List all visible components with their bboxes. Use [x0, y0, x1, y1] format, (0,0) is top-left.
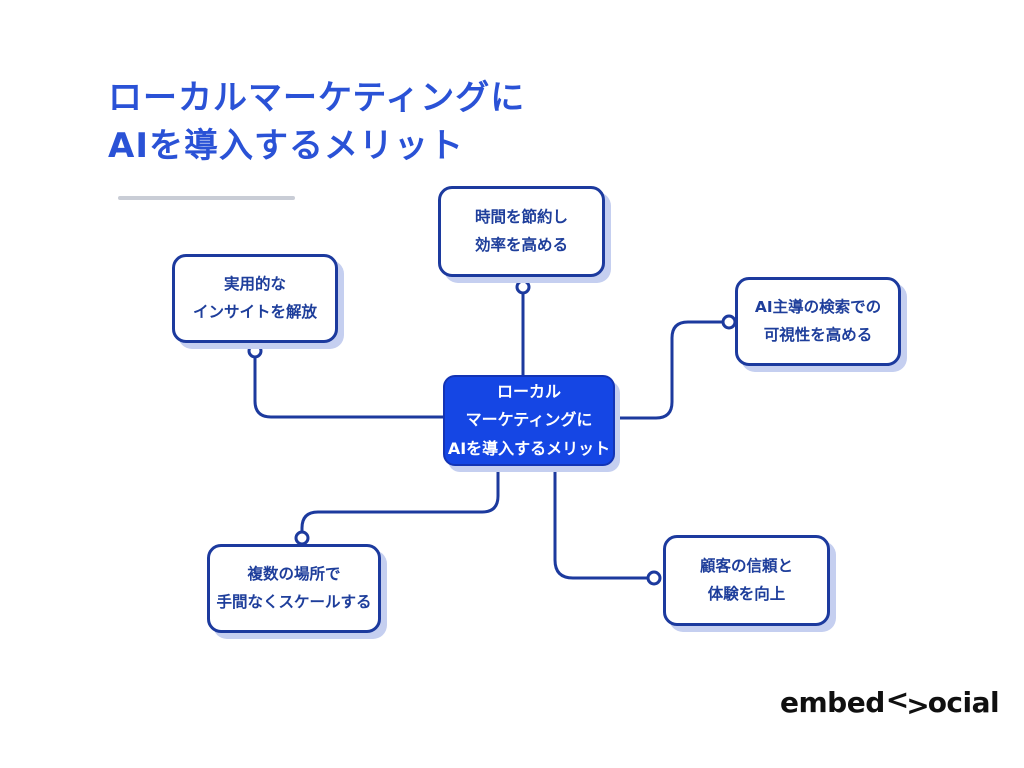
connector-right	[611, 320, 725, 420]
node-customer-trust: 顧客の信頼と 体験を向上	[663, 535, 830, 626]
logo-text-suffix: ocial	[927, 686, 1000, 719]
logo-brackets-icon: <>	[885, 683, 930, 722]
page-title-line-1: ローカルマーケティングに	[108, 78, 526, 118]
node-customer-trust-line-2: 体験を向上	[707, 584, 786, 603]
node-scale-locations: 複数の場所で 手間なくスケールする	[207, 544, 381, 633]
center-node: ローカル マーケティングに AIを導入するメリット	[443, 375, 615, 466]
anchor-dot-top	[515, 279, 531, 295]
node-save-time-line-2: 効率を高める	[474, 235, 568, 254]
node-scale-locations-line-1: 複数の場所で	[247, 564, 341, 583]
node-ai-search-visibility-line-2: 可視性を高める	[763, 325, 873, 344]
title-underline	[118, 196, 295, 200]
anchor-dot-bottom-right	[646, 570, 662, 586]
node-customer-trust-line-1: 顧客の信頼と	[699, 556, 793, 575]
center-node-line-2: マーケティングに	[465, 410, 593, 430]
node-ai-search-visibility: AI主導の検索での 可視性を高める	[735, 277, 901, 366]
connector-left	[253, 350, 447, 419]
logo-text-prefix: embed	[780, 686, 885, 719]
anchor-dot-right	[721, 314, 737, 330]
node-scale-locations-line-2: 手間なくスケールする	[216, 592, 372, 611]
node-save-time-line-1: 時間を節約し	[474, 207, 568, 226]
node-ai-search-visibility-line-1: AI主導の検索での	[754, 297, 882, 316]
page-title-line-2: AIを導入するメリット	[108, 126, 464, 167]
center-node-line-1: ローカル	[496, 381, 561, 401]
connector-bottom-right	[553, 462, 650, 580]
node-insights-line-1: 実用的な	[223, 274, 286, 293]
embedsocial-logo: embed <> ocial	[780, 683, 1000, 722]
node-insights: 実用的な インサイトを解放	[172, 254, 338, 343]
node-insights-line-2: インサイトを解放	[192, 302, 317, 321]
node-save-time: 時間を節約し 効率を高める	[438, 186, 605, 277]
anchor-dot-bottom-left	[294, 530, 310, 546]
center-node-line-3: AIを導入するメリット	[447, 438, 611, 458]
connector-bottom-left	[300, 462, 500, 534]
anchor-dot-left	[247, 343, 263, 359]
page-title: ローカルマーケティングに AIを導入するメリット	[108, 74, 525, 171]
